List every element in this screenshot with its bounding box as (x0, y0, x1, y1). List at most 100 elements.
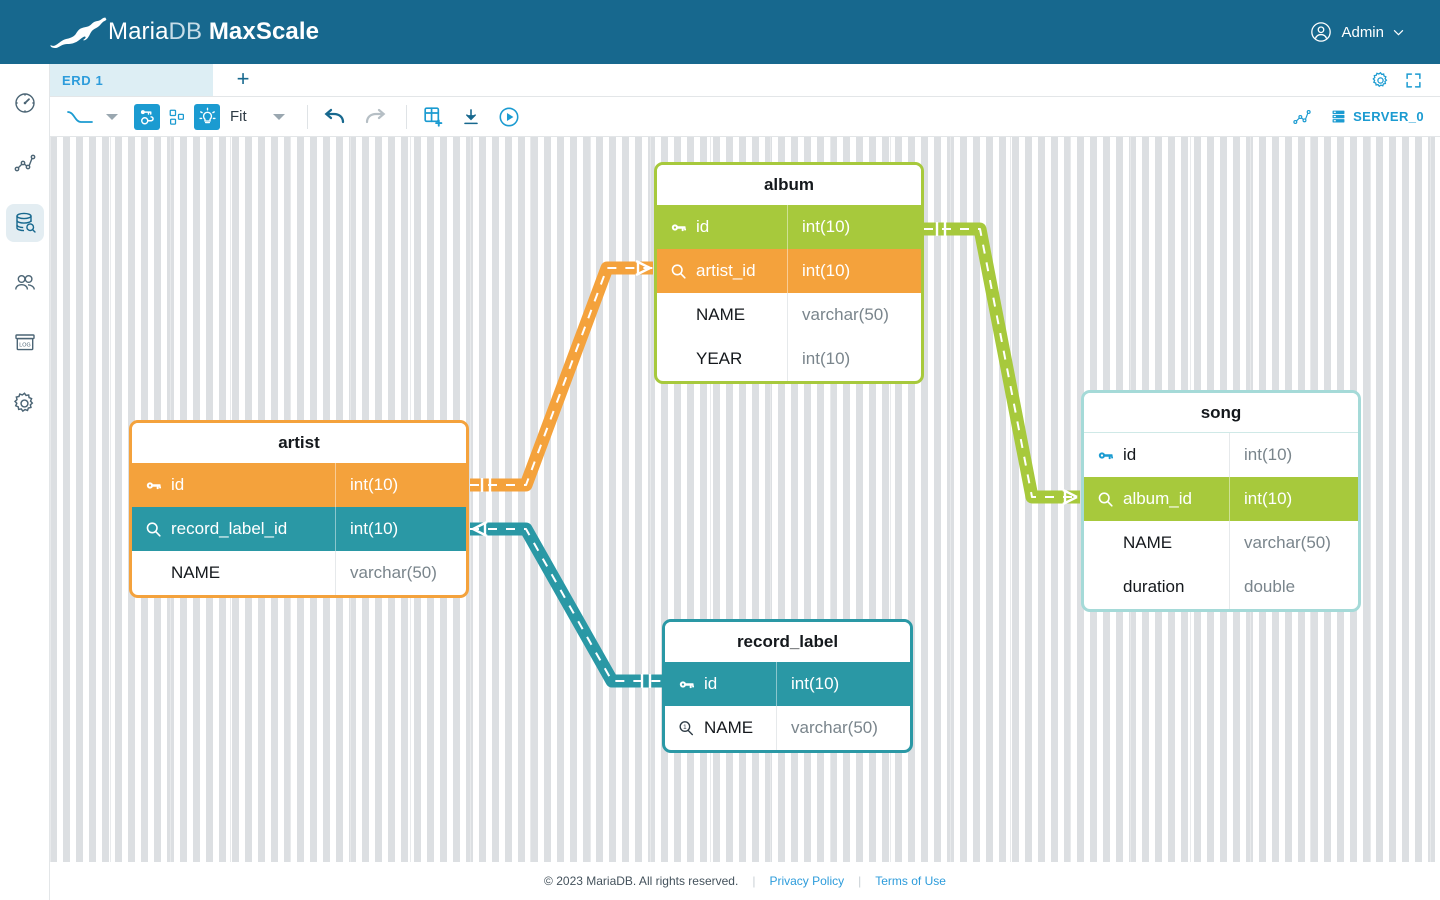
tab-erd-1[interactable]: ERD 1 (50, 64, 213, 96)
erd-canvas[interactable]: album id int(10) artist_id (50, 137, 1440, 862)
erd-relations-layer (470, 222, 1080, 688)
column-type: double (1244, 577, 1296, 596)
column-type: int(10) (1244, 489, 1293, 508)
column-name: album_id (1123, 489, 1192, 508)
gear-icon[interactable] (1371, 71, 1390, 90)
erd-toolbar: Fit (50, 97, 1440, 137)
link-shape-caret[interactable] (106, 113, 118, 120)
column-type: int(10) (1244, 445, 1293, 464)
fullscreen-icon[interactable] (1405, 72, 1422, 89)
table-row[interactable]: album_id int(10) (1084, 477, 1358, 521)
erd-table-album[interactable]: album id int(10) artist_id (654, 162, 924, 384)
relation-artist-record-label[interactable] (470, 520, 662, 688)
server-name: SERVER_0 (1353, 109, 1424, 124)
toolbar-divider-2 (405, 104, 407, 129)
run-button[interactable] (498, 106, 520, 128)
column-name: duration (1123, 577, 1185, 596)
column-type: int(10) (802, 217, 851, 236)
relation-album-artist[interactable] (470, 259, 653, 492)
toggle-shapes-button[interactable] (164, 104, 190, 130)
column-name: NAME (1123, 533, 1173, 552)
sidebar-item-users[interactable] (6, 264, 44, 302)
column-type: int(10) (350, 519, 399, 538)
export-button[interactable] (462, 107, 480, 127)
line-chart-icon[interactable] (1291, 107, 1313, 127)
add-table-icon (424, 107, 443, 127)
brand-maria: Maria (108, 18, 169, 45)
erd-tabbar: ERD 1 + (50, 64, 1440, 97)
table-row[interactable]: NAME varchar(50) (657, 293, 921, 337)
column-name: NAME (171, 563, 221, 582)
sidebar-item-visualization[interactable] (6, 144, 44, 182)
sidebar-item-dashboard[interactable] (6, 84, 44, 122)
svg-text:LOG: LOG (19, 342, 30, 348)
brand-wordmark: MariaDB MaxScale (108, 18, 319, 46)
page-footer: © 2023 MariaDB. All rights reserved. | P… (50, 862, 1440, 900)
footer-separator: | (858, 874, 862, 888)
add-tab-button[interactable]: + (236, 65, 250, 91)
table-title: album (657, 165, 921, 205)
column-type: varchar(50) (802, 305, 889, 324)
sidebar-item-query-editor[interactable] (5, 204, 44, 242)
table-row[interactable]: NAME varchar(50) (132, 551, 466, 595)
terms-of-use-link[interactable]: Terms of Use (875, 874, 946, 888)
primary-key-icon (142, 474, 164, 496)
table-row[interactable]: id int(10) (132, 463, 466, 507)
user-menu[interactable]: Admin (1310, 21, 1404, 43)
brand-product: MaxScale (208, 18, 320, 45)
line-chart-icon (14, 154, 35, 172)
column-type: int(10) (802, 261, 851, 280)
table-row[interactable]: YEAR int(10) (657, 337, 921, 381)
users-icon (14, 274, 35, 290)
column-name: NAME (704, 718, 754, 737)
gauge-icon (14, 93, 35, 113)
tabbar-actions (1371, 64, 1440, 96)
column-type: varchar(50) (791, 718, 878, 737)
zoom-level-caret[interactable] (272, 113, 285, 120)
link-shape-button[interactable] (66, 108, 94, 126)
table-title: record_label (665, 622, 910, 662)
toggle-keys-button[interactable] (134, 103, 160, 130)
privacy-policy-link[interactable]: Privacy Policy (769, 874, 845, 888)
table-row[interactable]: id int(10) (665, 662, 910, 706)
redo-icon (365, 108, 386, 123)
sidebar-item-settings[interactable] (6, 384, 44, 422)
erd-table-record-label[interactable]: record_label id int(10) (662, 619, 913, 753)
table-row[interactable]: id int(10) (1084, 433, 1358, 477)
table-row[interactable]: record_label_id int(10) (132, 507, 466, 551)
redo-button[interactable] (364, 107, 388, 127)
erd-table-artist[interactable]: artist id int(10) record_label_id (129, 420, 469, 598)
server-selector[interactable]: SERVER_0 (1331, 109, 1424, 124)
lightbulb-icon (198, 107, 216, 124)
column-type: varchar(50) (350, 563, 437, 582)
add-table-button[interactable] (423, 106, 444, 127)
primary-key-icon (667, 216, 689, 238)
table-row[interactable]: 1 NAME varchar(50) (665, 706, 910, 750)
table-title: artist (132, 423, 466, 463)
column-name: YEAR (696, 349, 743, 368)
column-type: int(10) (791, 674, 840, 693)
column-name: id (171, 475, 185, 494)
relation-album-song[interactable] (924, 222, 1080, 506)
table-row[interactable]: duration double (1084, 565, 1358, 609)
undo-button[interactable] (322, 107, 346, 127)
brand-logo[interactable]: MariaDB MaxScale (50, 15, 319, 49)
table-row[interactable]: NAME varchar(50) (1084, 521, 1358, 565)
chevron-down-icon (1393, 29, 1404, 36)
table-title: song (1084, 393, 1358, 433)
table-row[interactable]: id int(10) (657, 205, 921, 249)
svg-text:1: 1 (683, 723, 687, 730)
log-archive-icon: LOG (14, 334, 35, 351)
toggle-highlight-button[interactable] (194, 103, 220, 130)
erd-table-song[interactable]: song id int(10) album_id (1081, 390, 1361, 612)
run-icon (499, 107, 519, 126)
table-row[interactable]: artist_id int(10) (657, 249, 921, 293)
primary-key-icon (675, 673, 697, 695)
sidebar-item-logs[interactable]: LOG (6, 324, 44, 362)
column-name: id (696, 217, 710, 236)
column-name: record_label_id (171, 519, 288, 538)
database-search-icon (15, 212, 36, 233)
footer-separator: | (752, 874, 756, 888)
top-navbar: MariaDB MaxScale Admin (0, 0, 1440, 64)
